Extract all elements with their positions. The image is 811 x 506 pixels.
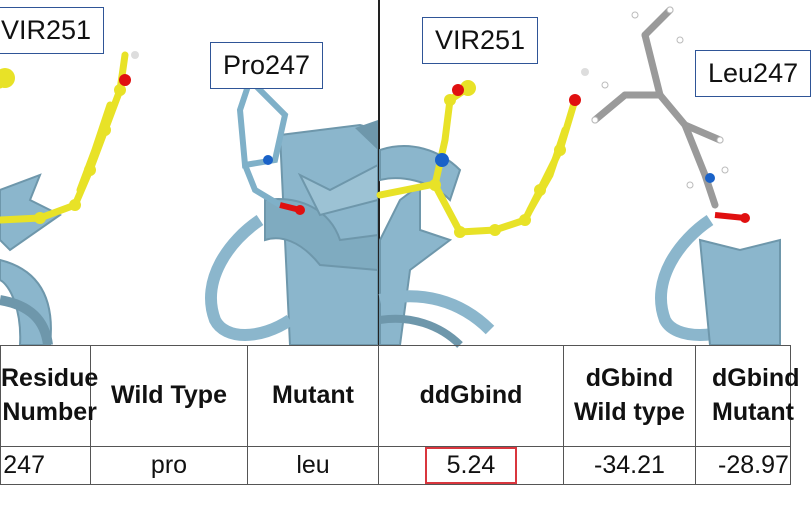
right-structure-panel: VIR251 Leu247 (376, 0, 811, 348)
ligand-label-right: VIR251 (422, 17, 539, 64)
mutant-structure-render (376, 6, 781, 348)
cell-ddgbind: 5.24 (378, 446, 564, 485)
cell-wild-type: pro (90, 446, 248, 485)
residue-label-right: Leu247 (695, 50, 811, 97)
cell-dgbind-wild-type: -34.21 (563, 446, 696, 485)
ligand-label-left: VIR251 (0, 7, 105, 54)
panel-divider (378, 0, 380, 345)
cell-dgbind-mutant: -28.97 (695, 446, 791, 485)
header-mutant: Mutant (247, 345, 379, 447)
ddgbind-highlight-box: 5.24 (424, 447, 518, 484)
header-wild-type: Wild Type (90, 345, 248, 447)
header-ddgbind: ddGbind (378, 345, 564, 447)
table-row: 247 pro leu 5.24 -34.21 -28.97 (0, 446, 791, 485)
cell-residue-number: 247 (0, 446, 91, 485)
residue-label-left: Pro247 (210, 42, 324, 89)
left-structure-panel: VIR251 Pro247 (0, 0, 379, 346)
cell-mutant: leu (247, 446, 379, 485)
